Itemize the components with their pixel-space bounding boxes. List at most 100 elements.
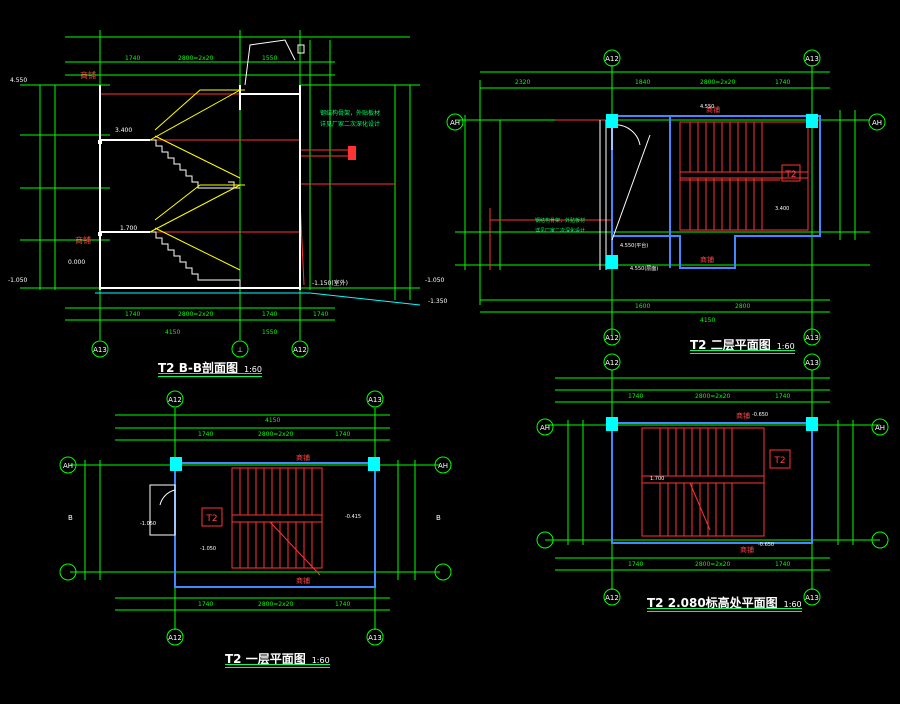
plan2-scale: 1:60	[776, 342, 795, 351]
plan1-tag: T2	[205, 514, 217, 524]
section-level-2: 3.400	[115, 127, 132, 134]
plan2-axis-ah-left: AH	[450, 119, 460, 127]
section-store-label-2: 商铺	[75, 235, 91, 245]
plan2-store-label-1: 商铺	[706, 105, 720, 114]
plan3-dim-top-2: 2800=2x20	[695, 393, 730, 400]
plan1-dim-top-2: 2800=2x20	[258, 431, 293, 438]
section-dim-bottom-2: 2800=2x20	[178, 311, 213, 318]
section-dim-top-2: 2800=2x20	[178, 55, 213, 62]
plan1-dim-top-1: 1740	[198, 431, 213, 438]
plan1-dim-total: 4150	[265, 417, 280, 424]
plan3-dim-bottom-1: 1740	[628, 561, 643, 568]
plan3-axis-a12-top: A12	[605, 359, 619, 367]
plan3-title-underline-2	[647, 611, 802, 612]
section-title-underline-2	[158, 376, 262, 377]
plan2-axis-a12-top: A12	[605, 55, 619, 63]
plan3-level-2: 1.700	[650, 476, 664, 482]
section-dim-total: 4150	[165, 329, 180, 336]
plan1-dim-bottom-3: 1740	[335, 601, 350, 608]
section-store-label-1: 商铺	[80, 70, 96, 80]
plan1-store-label-2: 商铺	[296, 576, 310, 585]
plan3-axis-a13-bottom: A13	[805, 594, 819, 602]
plan1-axis-ah-right: AH	[438, 462, 448, 470]
plan2-level-1: 4.550	[700, 104, 714, 110]
section-level-5: -1.050	[8, 277, 28, 284]
plan2-title-underline-2	[690, 353, 795, 354]
plan1-level-1: -1.050	[140, 521, 156, 527]
section-scale: 1:60	[244, 365, 262, 374]
section-bottom-note: -1.150(室外)	[312, 279, 348, 287]
plan3-level-3: -0.650	[758, 542, 774, 548]
plan2-dim-bottom-3: 4150	[700, 317, 715, 324]
section-level-3: 1.700	[120, 225, 137, 232]
plan2-axis-a13-bottom: A13	[805, 334, 819, 342]
plan1-axis-a12-bottom: A12	[168, 634, 182, 642]
plan3-axis-a13-top: A13	[805, 359, 819, 367]
plan2-dim-top-3: 2800=2x20	[700, 79, 735, 86]
section-title-underline	[158, 373, 262, 374]
section-level-7: -1.050	[425, 277, 445, 284]
section-dim-bottom-4: 1740	[313, 311, 328, 318]
section-dim-bottom-3: 1740	[262, 311, 277, 318]
plan3-dim-bottom-2: 2800=2x20	[695, 561, 730, 568]
section-dim-right: 1550	[262, 329, 277, 336]
plan1-scale: 1:60	[311, 656, 330, 665]
plan2-title: T2 二层平面图	[690, 338, 771, 352]
plan1-drawing: T2 商铺 商铺 1740 2800=2x20 1740 1740 2800=2…	[59, 390, 452, 646]
section-level-1: 4.550	[10, 77, 27, 84]
plan1-dim-bottom-1: 1740	[198, 601, 213, 608]
section-note-1: 钢结构骨架，外贴板材	[320, 109, 380, 117]
plan1-title: T2 一层平面图	[225, 652, 306, 666]
plan1-level-2: -0.415	[345, 514, 361, 520]
plan1-dim-bottom-2: 2800=2x20	[258, 601, 293, 608]
section-axis-a12: A12	[293, 346, 307, 354]
plan3-axis-ah-left: AH	[540, 424, 550, 432]
plan2-dim-top-1: 2320	[515, 79, 530, 86]
plan2-level-4: 4.550(层面)	[630, 266, 658, 272]
plan2-drawing: T2 商铺 商铺 钢结构骨架，外贴板材 详见厂家二次深化设计 2320 1840…	[446, 49, 886, 346]
plan2-dim-top-4: 1740	[775, 79, 790, 86]
plan1-section-mark-left: B	[68, 514, 73, 522]
plan1-axis-a13-bottom: A13	[368, 634, 382, 642]
plan1-level-3: -1.050	[200, 546, 216, 552]
plan3-axis-ah-right: AH	[875, 424, 885, 432]
plan1-dim-top-3: 1740	[335, 431, 350, 438]
plan3-drawing: T2 商铺 商铺 1740 2800=2x20 1740 1740 2800=2…	[536, 353, 889, 606]
section-dim-top-3: 1550	[262, 55, 277, 62]
plan3-dim-bottom-3: 1740	[775, 561, 790, 568]
plan1-title-block: T2 一层平面图 1:60	[225, 648, 330, 668]
plan3-dim-top-3: 1740	[775, 393, 790, 400]
section-axis-a13: A13	[93, 346, 107, 354]
plan2-axis-a13-top: A13	[805, 55, 819, 63]
plan3-title-underline	[647, 608, 802, 609]
plan3-dim-top-1: 1740	[628, 393, 643, 400]
plan2-note-1: 钢结构骨架，外贴板材	[535, 217, 585, 224]
plan2-note-2: 详见厂家二次深化设计	[535, 227, 585, 234]
plan2-dim-bottom-2: 2800	[735, 303, 750, 310]
section-level-6: -1.350	[428, 298, 448, 305]
plan3-scale: 1:60	[783, 600, 802, 609]
plan3-title: T2 2.080标高处平面图	[647, 596, 778, 610]
plan1-section-mark-right: B	[436, 514, 441, 522]
section-note-2: 详见厂家二次深化设计	[320, 120, 380, 128]
plan2-level-2: 3.400	[775, 206, 789, 212]
section-title-block: T2 B-B剖面图 1:60	[158, 357, 262, 377]
plan2-axis-a12-bottom: A12	[605, 334, 619, 342]
plan2-dim-bottom-1: 1600	[635, 303, 650, 310]
plan2-title-block: T2 二层平面图 1:60	[690, 334, 795, 354]
plan3-tag: T2	[773, 456, 785, 466]
section-dim-top-1: 1740	[125, 55, 140, 62]
plan2-axis-ah-right: AH	[872, 119, 882, 127]
section-title: T2 B-B剖面图	[158, 361, 238, 375]
plan1-axis-a12-top: A12	[168, 396, 182, 404]
plan1-title-underline	[225, 664, 330, 665]
plan1-store-label-1: 商铺	[296, 453, 310, 462]
plan2-store-label-2: 商铺	[700, 255, 714, 264]
section-drawing: 商铺 商铺 钢结构骨架，外贴板材 详见厂家二次深化设计 1740 2800=2x…	[8, 30, 448, 358]
plan2-tag: T2	[784, 170, 796, 180]
plan3-level-1: -0.650	[752, 412, 768, 418]
plan1-axis-ah-left: AH	[63, 462, 73, 470]
plan3-store-label-2: 商铺	[740, 545, 754, 554]
section-axis-mid: ⊥	[237, 346, 243, 354]
